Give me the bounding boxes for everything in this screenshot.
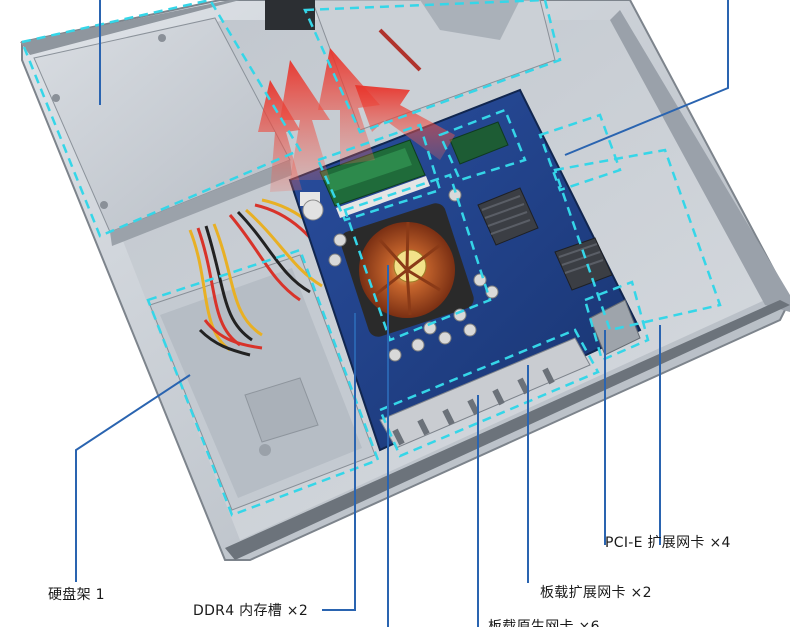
highlight-outlines bbox=[20, 0, 722, 517]
callout-ddr4-slots: DDR4 内存槽 ×2 bbox=[193, 603, 309, 619]
sfp-ports bbox=[589, 299, 641, 356]
cpu-fan bbox=[340, 203, 474, 337]
motherboard bbox=[288, 88, 642, 452]
chipset-heatsink bbox=[477, 187, 539, 246]
lan-ports bbox=[379, 337, 591, 449]
callout-hdd-bracket: 硬盘架 1 bbox=[48, 587, 105, 603]
power-supply bbox=[33, 17, 292, 246]
ram-module bbox=[319, 139, 430, 218]
nic-heatsink bbox=[554, 237, 613, 291]
callout-onboard-nic: 板载原生网卡 ×6 bbox=[488, 619, 600, 627]
callout-pcie-expansion-nic: PCI-E 扩展网卡 ×4 bbox=[605, 535, 731, 551]
callout-onboard-expansion-nic: 板载扩展网卡 ×2 bbox=[540, 585, 652, 601]
callout-lines bbox=[75, 0, 729, 627]
